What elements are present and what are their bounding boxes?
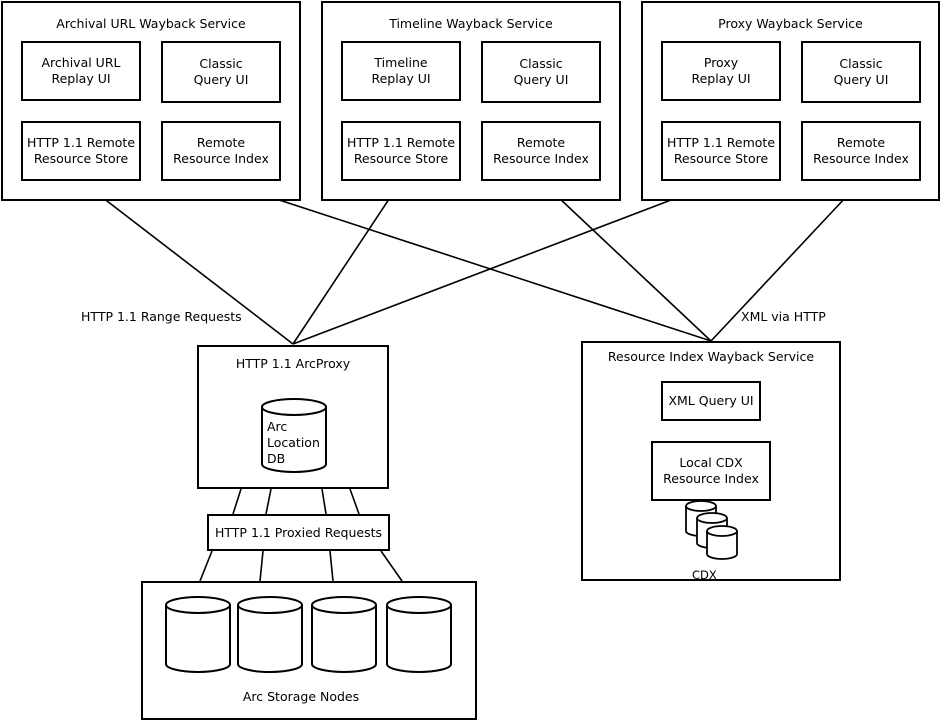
connection-line — [232, 488, 242, 515]
connection-line — [259, 550, 264, 582]
connection-line — [321, 488, 327, 515]
cdx-file-icon — [706, 525, 738, 560]
arc-location-db-label: Arc Location DB — [267, 419, 320, 466]
connection-line — [329, 550, 334, 582]
classic-query-ui: Classic Query UI — [481, 41, 601, 103]
storage-title: Arc Storage Nodes — [242, 689, 360, 704]
connection-line — [265, 488, 272, 515]
range-requests-label: HTTP 1.1 Range Requests — [81, 309, 242, 324]
service-title: Timeline Wayback Service — [389, 16, 553, 31]
classic-query-ui: Classic Query UI — [161, 41, 281, 103]
connection-line — [292, 180, 722, 345]
connection-line — [199, 550, 213, 582]
resource-index-title: Resource Index Wayback Service — [607, 349, 815, 364]
storage-node-icon — [386, 596, 452, 673]
timeline-replay-ui: Timeline Replay UI — [341, 41, 461, 101]
storage-node-icon — [165, 596, 231, 673]
connection-line — [380, 550, 403, 582]
connection-line — [710, 180, 862, 342]
connection-line — [220, 180, 712, 342]
remote-resource-index: Remote Resource Index — [161, 121, 281, 181]
remote-resource-store: HTTP 1.1 Remote Resource Store — [21, 121, 141, 181]
arc-location-db-icon — [261, 398, 327, 473]
connection-line — [80, 180, 294, 345]
remote-resource-store: HTTP 1.1 Remote Resource Store — [661, 121, 781, 181]
xml-via-http-label: XML via HTTP — [741, 309, 826, 324]
service-title: Proxy Wayback Service — [718, 16, 863, 31]
storage-node-icon — [237, 596, 303, 673]
proxy-replay-ui: Proxy Replay UI — [661, 41, 781, 101]
connection-line — [292, 180, 402, 345]
connection-line — [349, 488, 360, 515]
remote-resource-index: Remote Resource Index — [481, 121, 601, 181]
storage-node-icon — [311, 596, 377, 673]
service-title: Archival URL Wayback Service — [56, 16, 246, 31]
remote-resource-index: Remote Resource Index — [801, 121, 921, 181]
remote-resource-store: HTTP 1.1 Remote Resource Store — [341, 121, 461, 181]
cdx-label: CDX — [692, 568, 717, 582]
local-cdx-resource-index: Local CDX Resource Index — [651, 441, 771, 501]
classic-query-ui: Classic Query UI — [801, 41, 921, 103]
archival-url-replay-ui: Archival URL Replay UI — [21, 41, 141, 101]
arcproxy-title: HTTP 1.1 ArcProxy — [235, 356, 351, 371]
proxied-requests-box: HTTP 1.1 Proxied Requests — [207, 514, 390, 551]
xml-query-ui: XML Query UI — [661, 381, 761, 421]
connection-line — [540, 180, 712, 342]
